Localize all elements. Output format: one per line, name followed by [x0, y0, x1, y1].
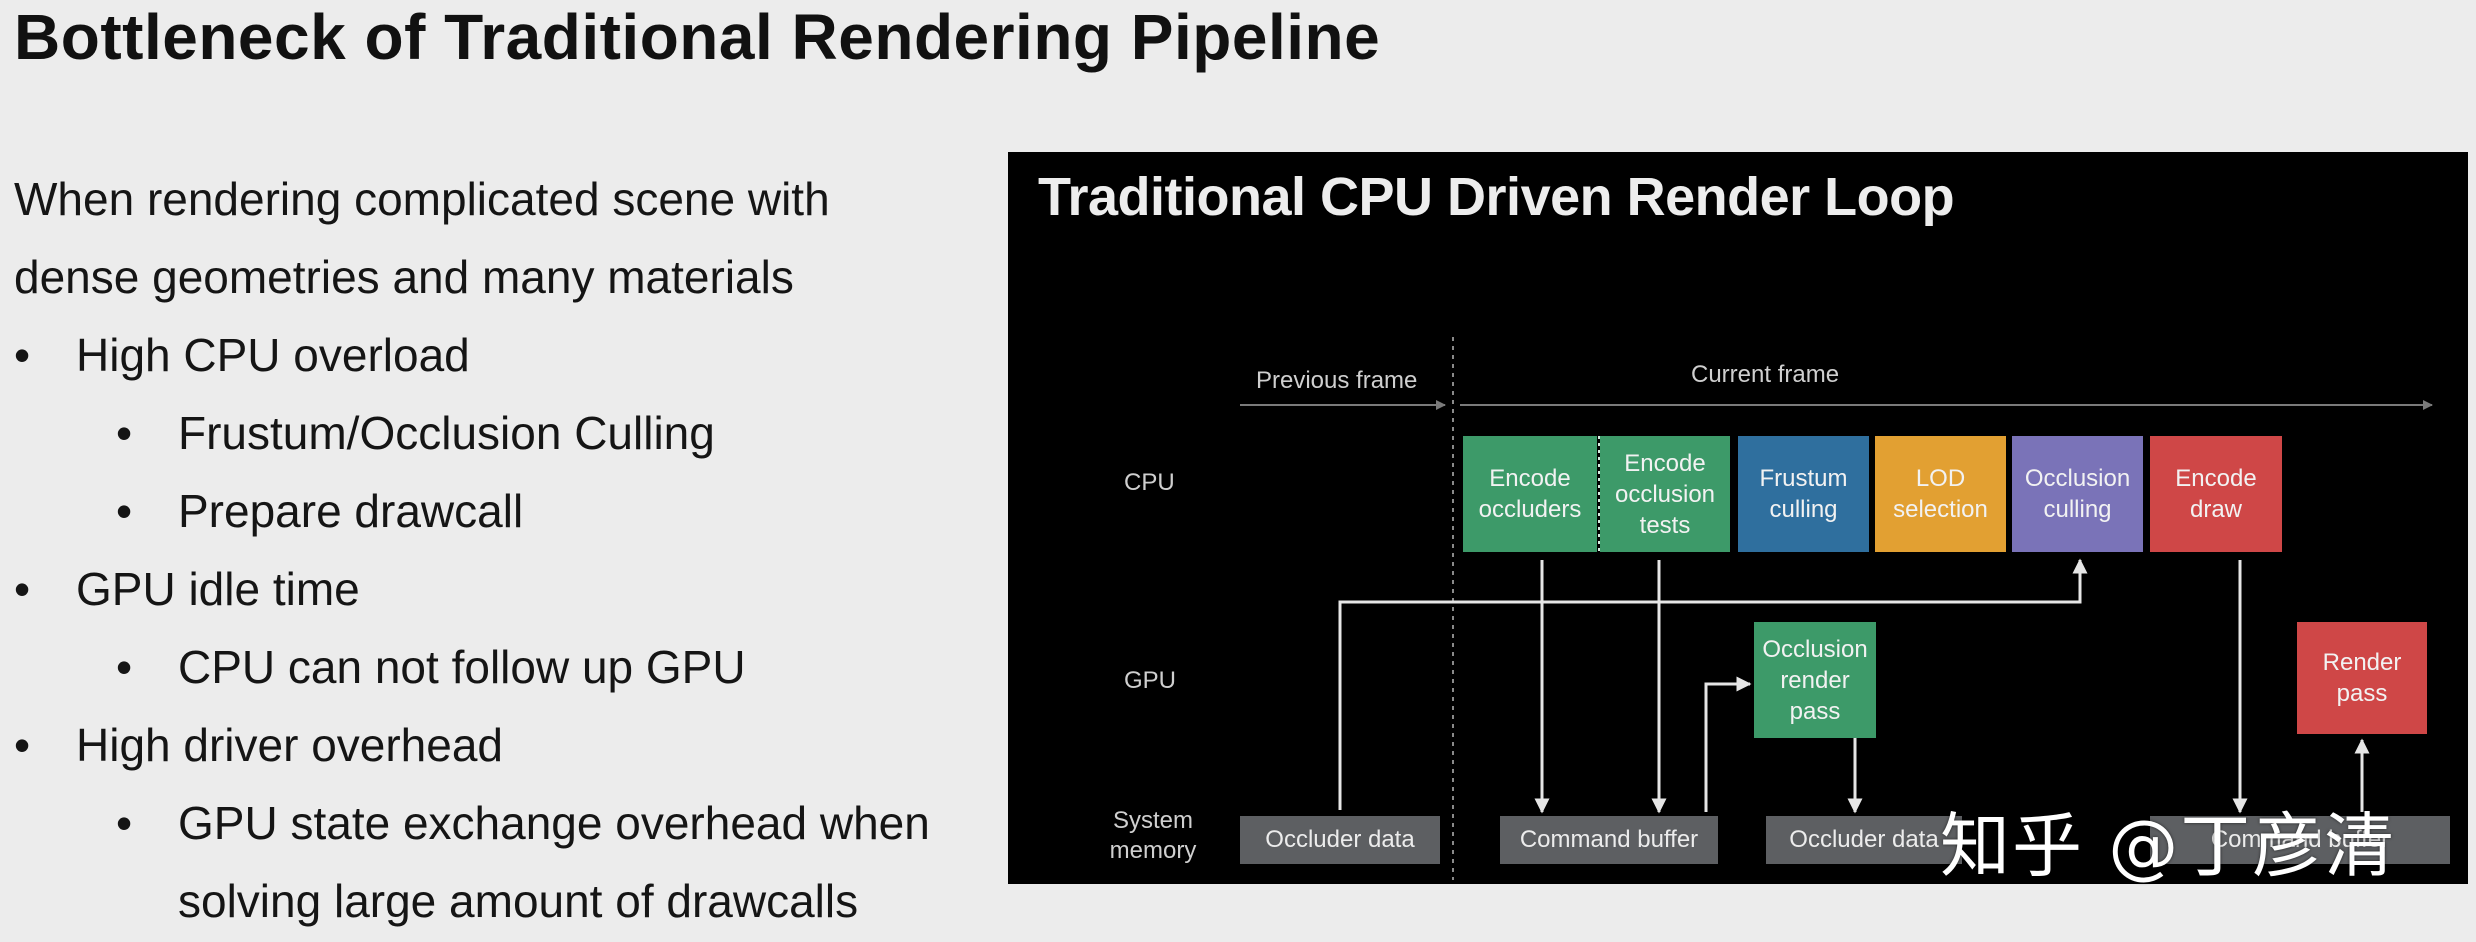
pass-line: render: [1780, 666, 1850, 694]
stage-line: culling: [1769, 496, 1838, 523]
stage-line: Frustum: [1759, 465, 1848, 492]
bullet-text: High driver overhead: [76, 719, 504, 771]
stage-line: LOD: [1915, 465, 1966, 492]
bullet-dot: •: [14, 719, 31, 771]
bullet-high-driver-overhead: • High driver overhead: [14, 706, 1004, 784]
bullet-high-cpu-overload: • High CPU overload: [14, 316, 1004, 394]
cpu-stage-encode-occluders: Encode occluders: [1463, 436, 1597, 552]
stage-line: Encode: [1489, 465, 1571, 492]
slide-title: Bottleneck of Traditional Rendering Pipe…: [14, 1, 1381, 73]
current-frame-label: Current frame: [1691, 361, 1840, 388]
bullet-gpu-state-exchange: • GPU state exchange overhead when: [14, 784, 1004, 862]
bullet-dot: •: [14, 329, 31, 381]
stage-line: Occlusion: [2024, 465, 2131, 492]
pass-line: pass: [2336, 680, 2388, 707]
gpu-occlusion-render-pass: Occlusion render pass: [1754, 622, 1876, 738]
bullet-text: CPU can not follow up GPU: [178, 641, 746, 693]
bullet-text: GPU state exchange overhead when: [178, 797, 930, 849]
pass-line: pass: [1789, 697, 1841, 725]
bullet-dot: •: [116, 485, 133, 537]
cpu-row-label: CPU: [1124, 469, 1175, 496]
intro-line-2: dense geometries and many materials: [14, 251, 794, 303]
bullet-continuation: solving large amount of drawcalls: [14, 862, 1004, 940]
bullet-dot: •: [14, 563, 31, 615]
memory-occluder-data-previous: Occluder data: [1240, 816, 1440, 864]
watermark: 知乎 @丁彦清: [1940, 805, 2397, 887]
stage-line: culling: [2043, 496, 2112, 523]
bullet-text: High CPU overload: [76, 329, 470, 381]
system-memory-row-label: System memory: [1098, 806, 1208, 866]
stage-line: selection: [1893, 496, 1988, 523]
diagram-connectors: [1240, 337, 2433, 880]
intro-line-1: When rendering complicated scene with: [14, 173, 830, 225]
bullet-dot: •: [116, 407, 133, 459]
bullet-text: Prepare drawcall: [178, 485, 524, 537]
bullet-frustum-occlusion-culling: • Frustum/Occlusion Culling: [14, 394, 1004, 472]
occluder-data-to-occlusion-culling-arrow: [1338, 558, 2088, 810]
cpu-stage-occlusion-culling: Occlusion culling: [2012, 436, 2143, 552]
gpu-render-pass: Render pass: [2297, 622, 2427, 734]
bullet-cpu-cannot-follow: • CPU can not follow up GPU: [14, 628, 1004, 706]
stage-line: occluders: [1478, 496, 1582, 523]
stage-line: draw: [2189, 496, 2243, 523]
bullet-text: solving large amount of drawcalls: [178, 875, 859, 927]
previous-frame-label: Previous frame: [1256, 367, 1418, 394]
pass-line: Render: [2322, 649, 2402, 676]
cpu-stage-lod-selection: LOD selection: [1875, 436, 2006, 552]
memory-occluder-data-current: Occluder data: [1766, 816, 1962, 864]
cpu-stage-encode-occlusion-tests: Encode occlusion tests: [1600, 436, 1730, 552]
stage-divider: [1598, 436, 1600, 552]
command-buffer-to-occlusion-pass-arrow: [1704, 676, 1752, 812]
bullet-prepare-drawcall: • Prepare drawcall: [14, 472, 1004, 550]
stage-line: occlusion: [1614, 480, 1716, 508]
bullet-dot: •: [116, 641, 133, 693]
stage-line: Encode: [1624, 449, 1706, 477]
bullet-dot: •: [116, 797, 133, 849]
cpu-stage-frustum-culling: Frustum culling: [1738, 436, 1869, 552]
memory-command-buffer: Command buffer: [1500, 816, 1718, 864]
bullet-gpu-idle-time: • GPU idle time: [14, 550, 1004, 628]
memory-command-buffer-2: Command buffer: [2150, 816, 2450, 864]
stage-line: tests: [1639, 511, 1691, 539]
cpu-stage-encode-draw: Encode draw: [2150, 436, 2282, 552]
stage-line: Encode: [2175, 465, 2257, 492]
diagram-title: Traditional CPU Driven Render Loop: [1038, 167, 1955, 227]
bullet-text: Frustum/Occlusion Culling: [178, 407, 715, 459]
bullet-list: When rendering complicated scene with de…: [14, 160, 1004, 940]
bullet-text: GPU idle time: [76, 563, 360, 615]
pass-line: Occlusion: [1762, 635, 1868, 663]
diagram-panel: Traditional CPU Driven Render Loop Previ…: [1008, 152, 2468, 884]
gpu-row-label: GPU: [1124, 667, 1177, 694]
system-memory-line-2: memory: [1109, 837, 1197, 864]
system-memory-line-1: System: [1112, 807, 1193, 834]
